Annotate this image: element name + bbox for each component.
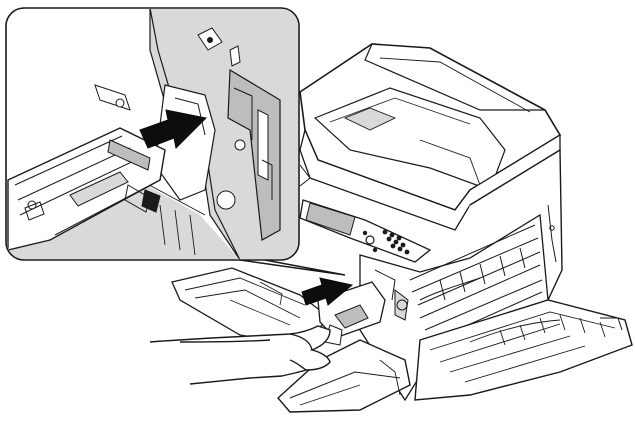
detail-callout bbox=[5, 7, 346, 276]
keypad bbox=[362, 229, 410, 255]
lcd-display bbox=[305, 202, 356, 236]
printer-body bbox=[171, 43, 633, 413]
inset-arrow bbox=[139, 109, 208, 150]
hand bbox=[149, 325, 331, 385]
insert-arrow bbox=[301, 277, 354, 306]
